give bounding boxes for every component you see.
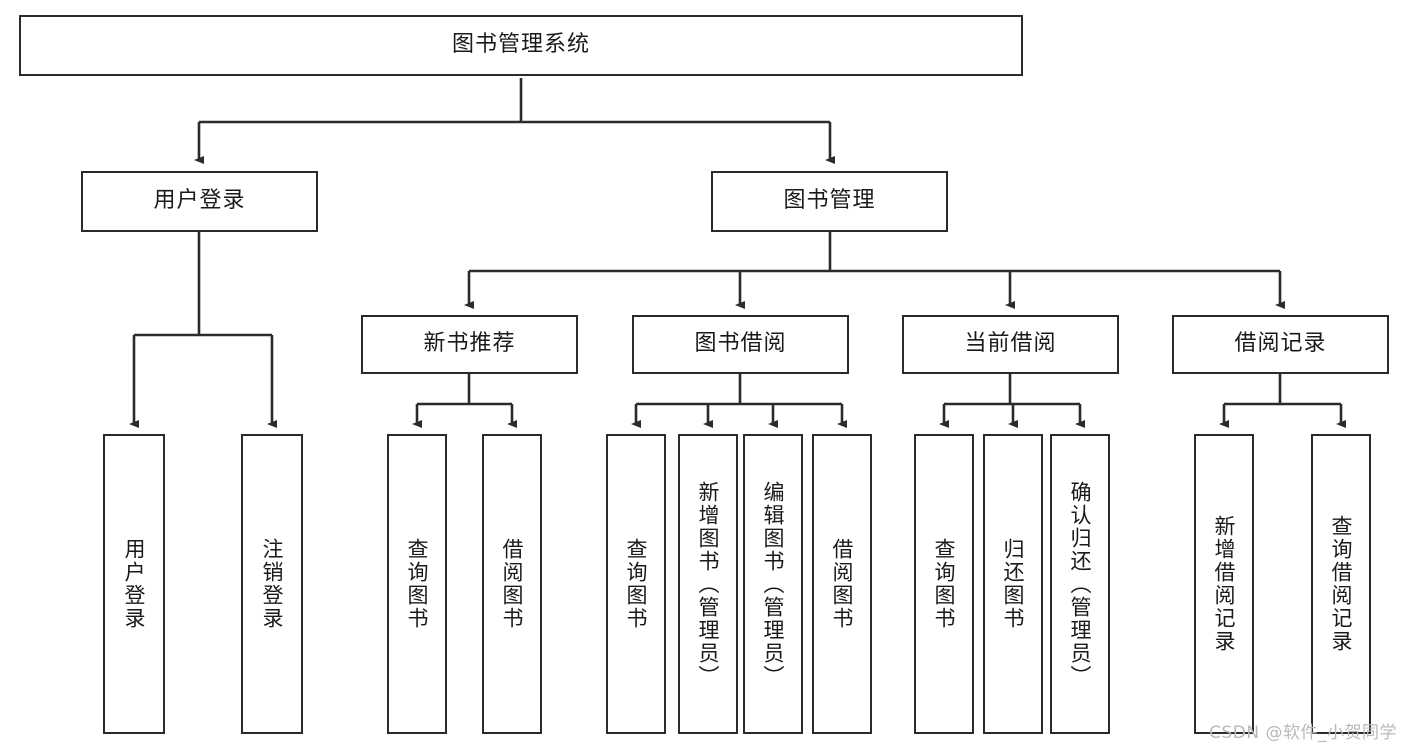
leaf-user-login[interactable]: 用户登录 [103,434,165,734]
node-label: 图书管理 [783,188,876,214]
leaf-add-book-admin[interactable]: 新增图书（管理员） [678,434,738,734]
node-label: 新书推荐 [423,331,516,357]
leaf-edit-book-admin[interactable]: 编辑图书（管理员） [743,434,803,734]
csdn-watermark: CSDN @软件_小贺同学 [1209,723,1397,743]
node-new-book-recommend[interactable]: 新书推荐 [361,315,578,374]
node-label: 借阅图书 [500,538,525,630]
node-label: 借阅图书 [830,538,855,630]
node-label: 查询图书 [624,538,649,630]
node-label: 查询图书 [932,538,957,630]
node-label: 归还图书 [1001,538,1026,630]
leaf-query-book-recommend[interactable]: 查询图书 [387,434,447,734]
node-label: 新增借阅记录 [1212,515,1237,653]
node-label: 用户登录 [122,538,147,630]
node-label: 确认归还（管理员） [1068,480,1093,688]
node-book-management[interactable]: 图书管理 [711,171,948,232]
leaf-return-book[interactable]: 归还图书 [983,434,1043,734]
node-label: 注销登录 [260,538,285,630]
leaf-add-borrow-record[interactable]: 新增借阅记录 [1194,434,1254,734]
node-user-login[interactable]: 用户登录 [81,171,318,232]
node-label: 查询借阅记录 [1329,515,1354,653]
node-label: 用户登录 [153,188,246,214]
node-label: 查询图书 [405,538,430,630]
node-book-borrow[interactable]: 图书借阅 [632,315,849,374]
node-label: 编辑图书（管理员） [761,480,786,688]
leaf-query-book-borrow[interactable]: 查询图书 [606,434,666,734]
leaf-confirm-return-admin[interactable]: 确认归还（管理员） [1050,434,1110,734]
leaf-borrow-book-borrow[interactable]: 借阅图书 [812,434,872,734]
node-label: 图书借阅 [694,331,787,357]
node-label: 新增图书（管理员） [696,480,721,688]
node-label: 图书管理系统 [451,32,590,58]
node-current-borrow[interactable]: 当前借阅 [902,315,1119,374]
leaf-borrow-book-recommend[interactable]: 借阅图书 [482,434,542,734]
node-label: 当前借阅 [964,331,1057,357]
node-label: 借阅记录 [1234,331,1327,357]
leaf-query-borrow-record[interactable]: 查询借阅记录 [1311,434,1371,734]
node-borrow-record[interactable]: 借阅记录 [1172,315,1389,374]
node-root-book-management-system[interactable]: 图书管理系统 [19,15,1023,76]
leaf-query-book-current[interactable]: 查询图书 [914,434,974,734]
leaf-logout-login[interactable]: 注销登录 [241,434,303,734]
